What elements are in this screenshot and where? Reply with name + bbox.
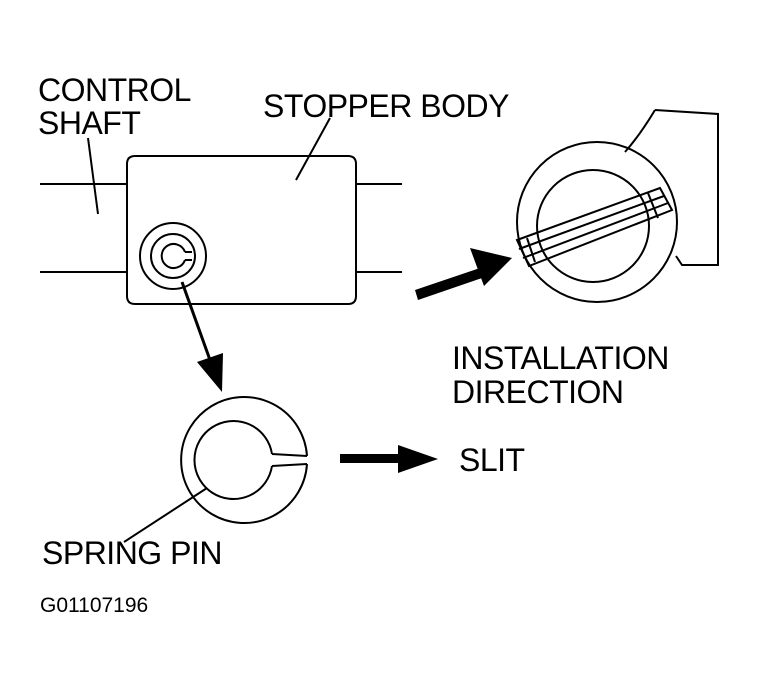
control-shaft (40, 183, 402, 273)
installation-direction-label-line2: DIRECTION (452, 374, 624, 410)
spring-pin-label: SPRING PIN (42, 535, 222, 571)
pin-bar (515, 186, 674, 268)
spring-pin-installed (139, 222, 207, 290)
slit-arrow (340, 445, 438, 473)
spring-pin-detail (180, 396, 308, 524)
installation-arrow (415, 248, 512, 300)
control-shaft-leader (87, 137, 99, 215)
leader-lines (87, 117, 331, 543)
installation-direction-label-line1: INSTALLATION (452, 340, 669, 376)
stopper-body (126, 155, 357, 305)
control-shaft-label-line1: CONTROL (38, 72, 191, 108)
stopper-body-leader (295, 117, 331, 181)
stopper-body-label: STOPPER BODY (263, 88, 509, 124)
installation-view (515, 109, 719, 303)
figure-id: G01107196 (40, 594, 148, 617)
spring-pin-leader (123, 487, 208, 543)
slit-label: SLIT (459, 442, 525, 478)
control-shaft-label-line2: SHAFT (38, 105, 140, 141)
detail-arrow (180, 281, 223, 392)
